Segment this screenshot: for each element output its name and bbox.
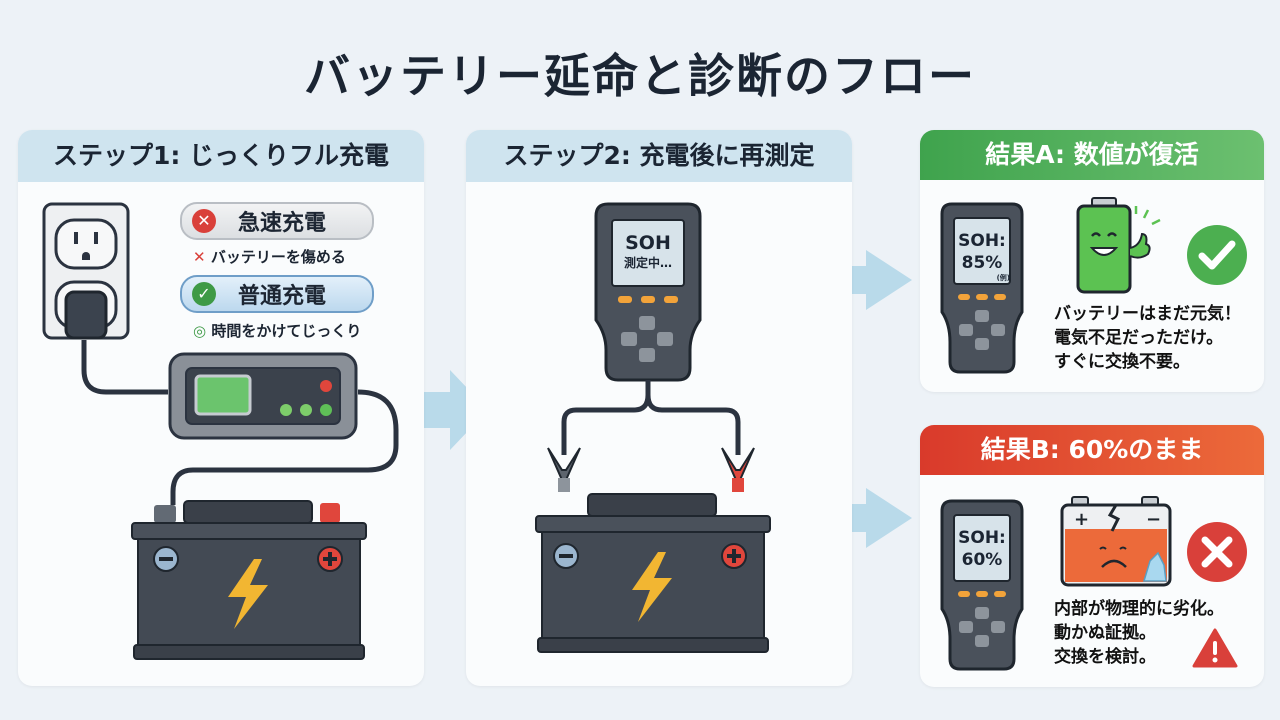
- x-circle-icon: [1187, 522, 1247, 582]
- normal-charge-note: ◎ 時間をかけてじっくり: [193, 322, 362, 340]
- normal-charge-label: 普通充電: [238, 284, 327, 309]
- result-a-header: 結果A: 数値が復活: [920, 130, 1264, 180]
- result-b-header: 結果B: 60%のまま: [920, 425, 1264, 475]
- charger-cable: [81, 340, 399, 505]
- fast-charge-option: ✕ 急速充電: [180, 202, 374, 240]
- tester-screen-footnote: (例): [996, 274, 1010, 282]
- result-a-text: バッテリーはまだ元気！ 電気不足だっただけ。 すぐに交換不要。: [1054, 304, 1241, 372]
- step1-panel: ステップ1: じっくりフル充電 ✕ 急速充電 ✕ バッテ: [18, 130, 424, 686]
- happy-battery-icon: [1076, 197, 1161, 294]
- x-icon: ✕: [193, 248, 206, 266]
- tester-screen-label: SOH:: [958, 528, 1006, 548]
- step1-header: ステップ1: じっくりフル充電: [18, 130, 424, 182]
- fast-charge-note: ✕ バッテリーを傷める: [193, 248, 346, 266]
- wall-outlet-icon: [42, 202, 130, 340]
- x-circle-icon: ✕: [192, 209, 216, 233]
- normal-charge-option: ✓ 普通充電: [180, 275, 374, 313]
- step2-header: ステップ2: 充電後に再測定: [466, 130, 852, 182]
- svg-text:+: +: [1074, 509, 1089, 530]
- tester-screen-value: 85%: [961, 253, 1003, 273]
- fast-charge-label: 急速充電: [238, 211, 327, 236]
- double-circle-icon: ◎: [193, 322, 207, 340]
- result-a-panel: 結果A: 数値が復活 SOH: 85% (例) バッテリーはまだ元気！ 電気不足…: [920, 130, 1264, 392]
- battery-tester-icon: [594, 202, 702, 382]
- result-b-panel: 結果B: 60%のまま SOH: 60% + − 内部が物理的に劣化。 動かぬ証…: [920, 425, 1264, 687]
- car-battery-icon: [535, 493, 771, 653]
- svg-text:−: −: [1146, 509, 1161, 530]
- battery-charger-icon: [168, 352, 358, 440]
- battery-tester-icon: [940, 499, 1024, 671]
- check-circle-icon: [1187, 225, 1247, 285]
- page-title: バッテリー延命と診断のフロー: [304, 49, 976, 103]
- tester-screen-line2: 測定中…: [623, 256, 672, 270]
- battery-tester-icon: [940, 202, 1024, 374]
- step2-panel: ステップ2: 充電後に再測定 SOH 測定中…: [466, 130, 852, 686]
- tester-screen-value: 60%: [961, 550, 1003, 570]
- damaged-battery-icon: + −: [1060, 496, 1172, 587]
- tester-screen-label: SOH:: [958, 231, 1006, 251]
- clamp-cables: [547, 380, 755, 492]
- tester-screen-line1: SOH: [625, 232, 671, 254]
- check-circle-icon: ✓: [192, 282, 216, 306]
- warning-triangle-icon: [1192, 628, 1238, 668]
- car-battery-icon: [131, 500, 367, 660]
- result-b-text: 内部が物理的に劣化。 動かぬ証拠。 交換を検討。: [1054, 599, 1224, 667]
